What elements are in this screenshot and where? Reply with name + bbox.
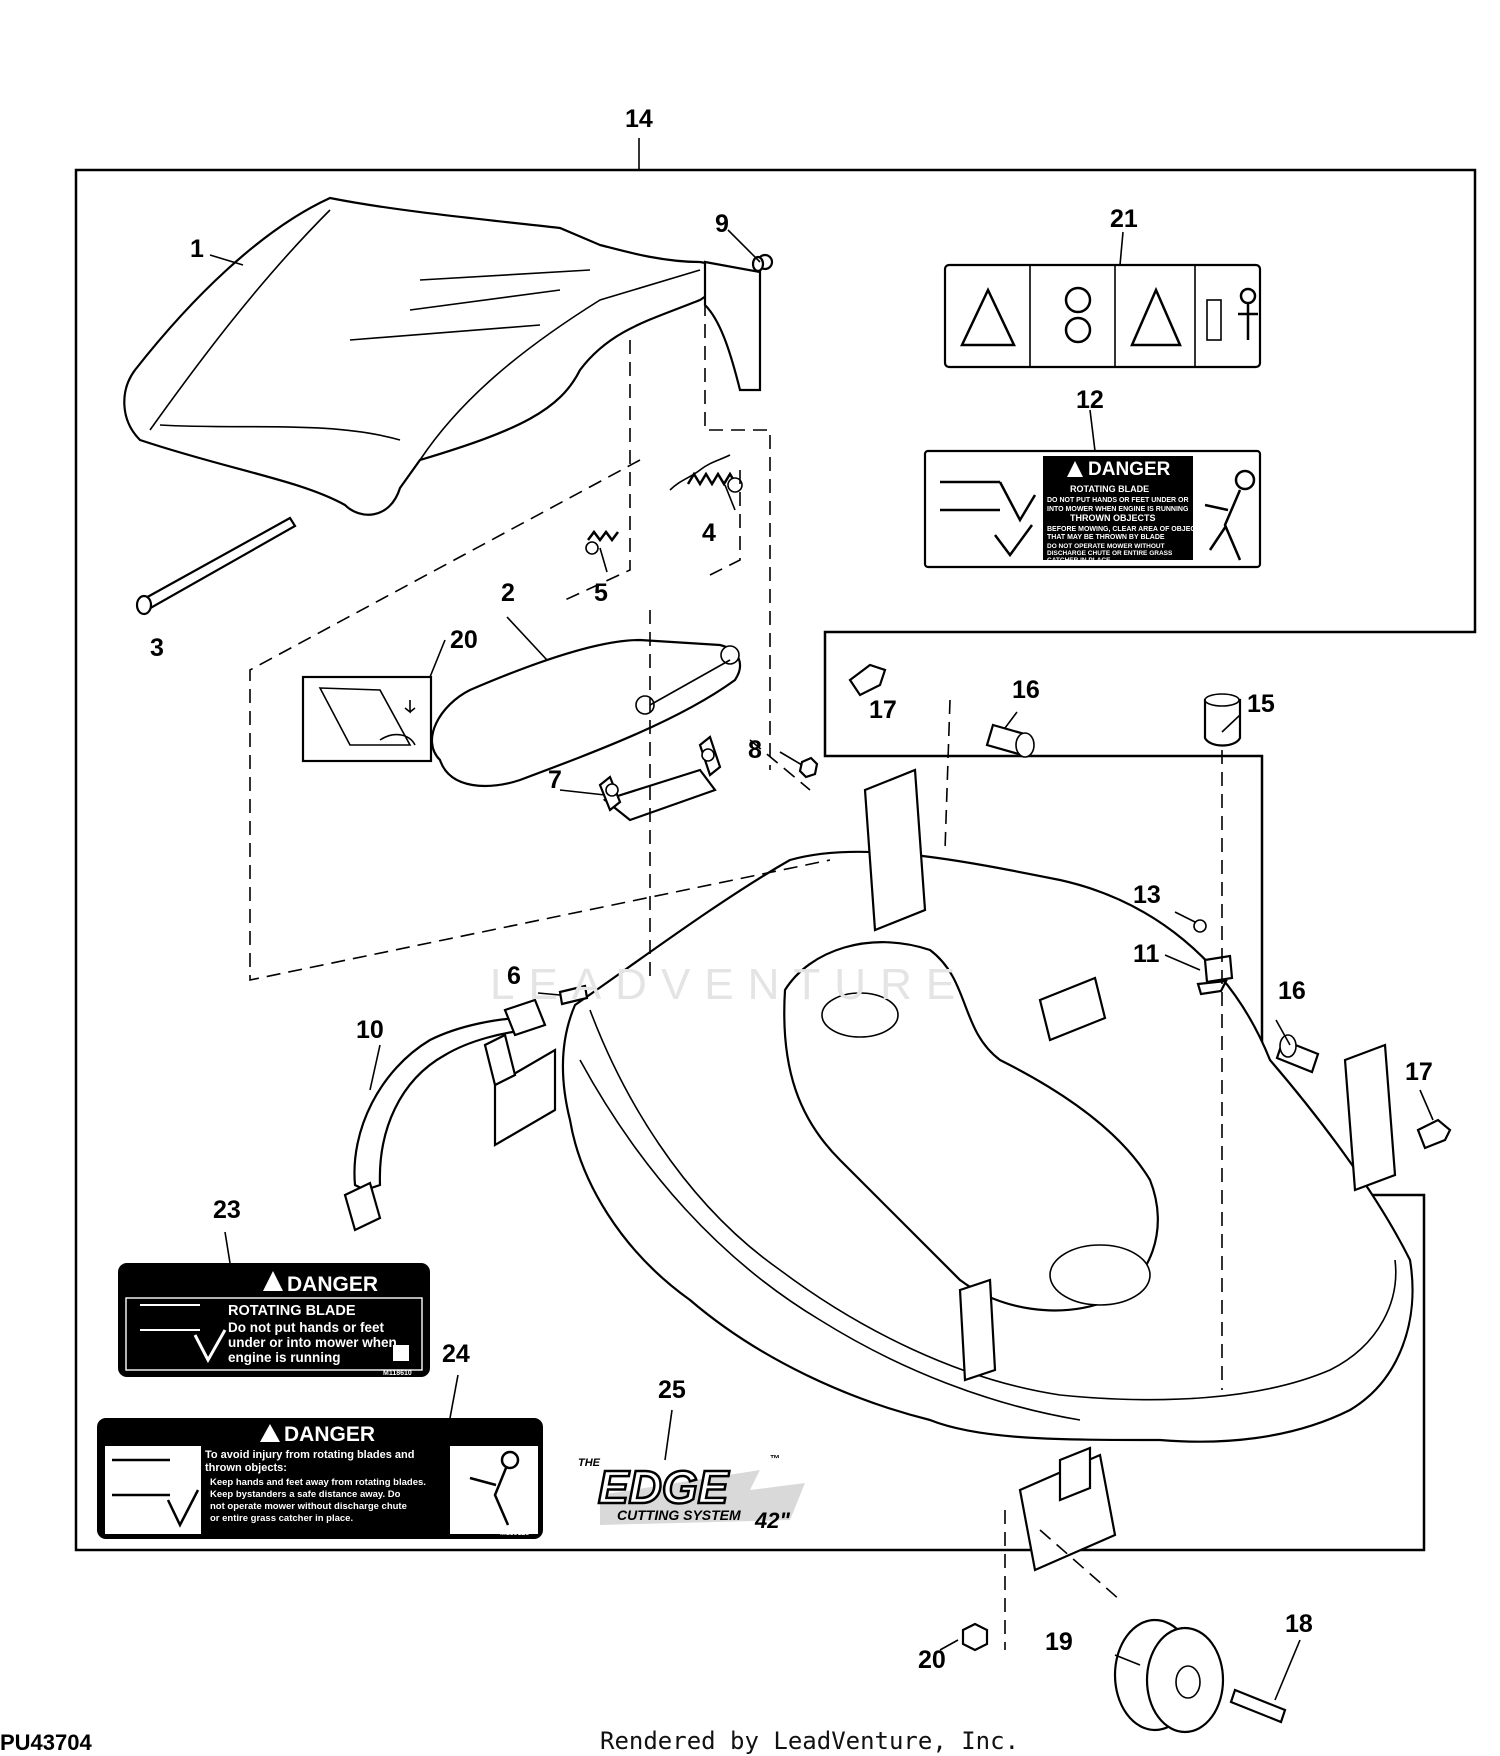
logo-size: 42": [754, 1508, 790, 1533]
callout-15: 15: [1247, 690, 1275, 718]
part-17-clip-lower: [1416, 1118, 1452, 1150]
decal-12-line: THAT MAY BE THROWN BY BLADE: [1047, 534, 1165, 541]
callout-5: 5: [594, 579, 608, 607]
part-5-spring: [585, 529, 619, 555]
part-3-pin: [135, 516, 297, 616]
decal-23-heading: DANGER: [287, 1273, 378, 1296]
decal-24-code: M139128: [500, 1530, 529, 1537]
callout-22: 20: [450, 626, 478, 654]
part-22-decal: [301, 675, 433, 763]
assembly-lines: [249, 280, 1223, 1650]
part-7-bracket: [598, 735, 722, 822]
decal-24-heading: DANGER: [284, 1423, 375, 1446]
decal-24-line: Keep bystanders a safe distance away. Do: [210, 1489, 401, 1500]
assembly-frame: [74, 168, 1477, 1552]
credit-text: Rendered by LeadVenture, Inc.: [600, 1727, 1020, 1755]
callout-17-upper: 17: [869, 696, 897, 724]
callout-12: 12: [1076, 386, 1104, 414]
callout-1: 1: [190, 235, 204, 263]
part-19-wheel: [1113, 1618, 1225, 1734]
callout-11: 11: [1133, 940, 1160, 968]
callout-16-upper: 16: [1012, 676, 1040, 704]
decal-24-line: To avoid injury from rotating blades and: [205, 1449, 414, 1461]
callout-14: 14: [625, 105, 653, 133]
watermark: LEADVENTURE: [490, 960, 970, 1009]
part-4-spring: [669, 454, 743, 493]
decal-12-line: INTO MOWER WHEN ENGINE IS RUNNING: [1047, 506, 1189, 513]
decal-23-subheading: ROTATING BLADE: [228, 1303, 356, 1319]
decal-24-line: Keep hands and feet away from rotating b…: [210, 1477, 426, 1488]
decal-23-line: engine is running: [228, 1350, 341, 1365]
callout-16-lower: 16: [1278, 977, 1306, 1005]
callout-10: 10: [356, 1016, 384, 1044]
callouts: 14 1 9 21 12 4 5 2 20 3 8 7 17 16 15 13 …: [150, 105, 1433, 1674]
callout-4: 4: [702, 519, 716, 547]
part-16-bolt-upper: [985, 723, 1035, 758]
callout-6: 6: [507, 962, 521, 990]
part-16-bolt-lower: [1275, 1034, 1320, 1074]
callout-19: 19: [1045, 1628, 1073, 1656]
part-1-deflector: [123, 196, 762, 516]
decal-24-line: thrown objects:: [205, 1462, 287, 1474]
decal-12-line: ROTATING BLADE: [1070, 484, 1149, 494]
part-2-door: [430, 638, 742, 788]
part-20-nut: [961, 1622, 989, 1652]
decal-24: DANGER To avoid injury from rotating bla…: [97, 1418, 543, 1539]
callout-13: 13: [1133, 881, 1161, 909]
decal-12-line: BEFORE MOWING, CLEAR AREA OF OBJECTS: [1047, 526, 1205, 533]
decal-21: [943, 263, 1262, 369]
callout-17-lower: 17: [1405, 1058, 1433, 1086]
decal-24-line: not operate mower without discharge chut…: [210, 1501, 407, 1512]
decal-12-line: DISCHARGE CHUTE OR ENTIRE GRASS: [1047, 550, 1173, 557]
decal-12-line: DO NOT PUT HANDS OR FEET UNDER OR: [1047, 497, 1189, 504]
decal-24-line: or entire grass catcher in place.: [210, 1513, 353, 1524]
callout-9: 9: [715, 210, 729, 238]
part-18-bolt: [1229, 1688, 1287, 1724]
decal-23-line: Do not put hands or feet: [228, 1320, 384, 1335]
part-17-clip-upper: [848, 663, 887, 697]
logo-line2: CUTTING SYSTEM: [617, 1507, 741, 1523]
leader-lines: [209, 138, 1434, 1701]
callout-23: 23: [213, 1196, 241, 1224]
decal-12-line: DO NOT OPERATE MOWER WITHOUT: [1047, 543, 1165, 550]
callout-7: 7: [548, 766, 562, 794]
callout-25: 25: [658, 1376, 686, 1404]
callout-20: 20: [918, 1646, 946, 1674]
logo-25-edge: THE EDGE ™ CUTTING SYSTEM 42": [578, 1454, 805, 1533]
part-6-bolt: [558, 984, 589, 1006]
callout-21: 21: [1110, 205, 1138, 233]
callout-18: 18: [1285, 1610, 1313, 1638]
decal-12-line: THROWN OBJECTS: [1070, 513, 1156, 523]
figure-id: PU43704: [0, 1730, 92, 1755]
logo-edge: EDGE: [598, 1461, 730, 1513]
decal-12-line: CATCHER IN PLACE: [1047, 557, 1111, 564]
part-8-nut: [798, 756, 819, 779]
mower-deck: [483, 768, 1414, 1572]
part-9-fastener: [751, 253, 774, 273]
logo-the: THE: [578, 1457, 601, 1469]
decal-12: DANGER ROTATING BLADE DO NOT PUT HANDS O…: [923, 449, 1262, 569]
callout-2: 2: [501, 579, 515, 607]
callout-3: 3: [150, 634, 164, 662]
callout-24: 24: [442, 1340, 470, 1368]
callout-8: 8: [748, 736, 762, 764]
decal-23-code: M118610: [383, 1370, 412, 1377]
part-10-flap: [343, 998, 547, 1232]
decal-12-heading: DANGER: [1088, 459, 1171, 480]
part-15-bushing: [1203, 693, 1242, 747]
decal-23-line: under or into mower when: [228, 1335, 397, 1350]
logo-tm: ™: [770, 1454, 780, 1465]
decal-23: DANGER ROTATING BLADE Do not put hands o…: [118, 1263, 430, 1377]
